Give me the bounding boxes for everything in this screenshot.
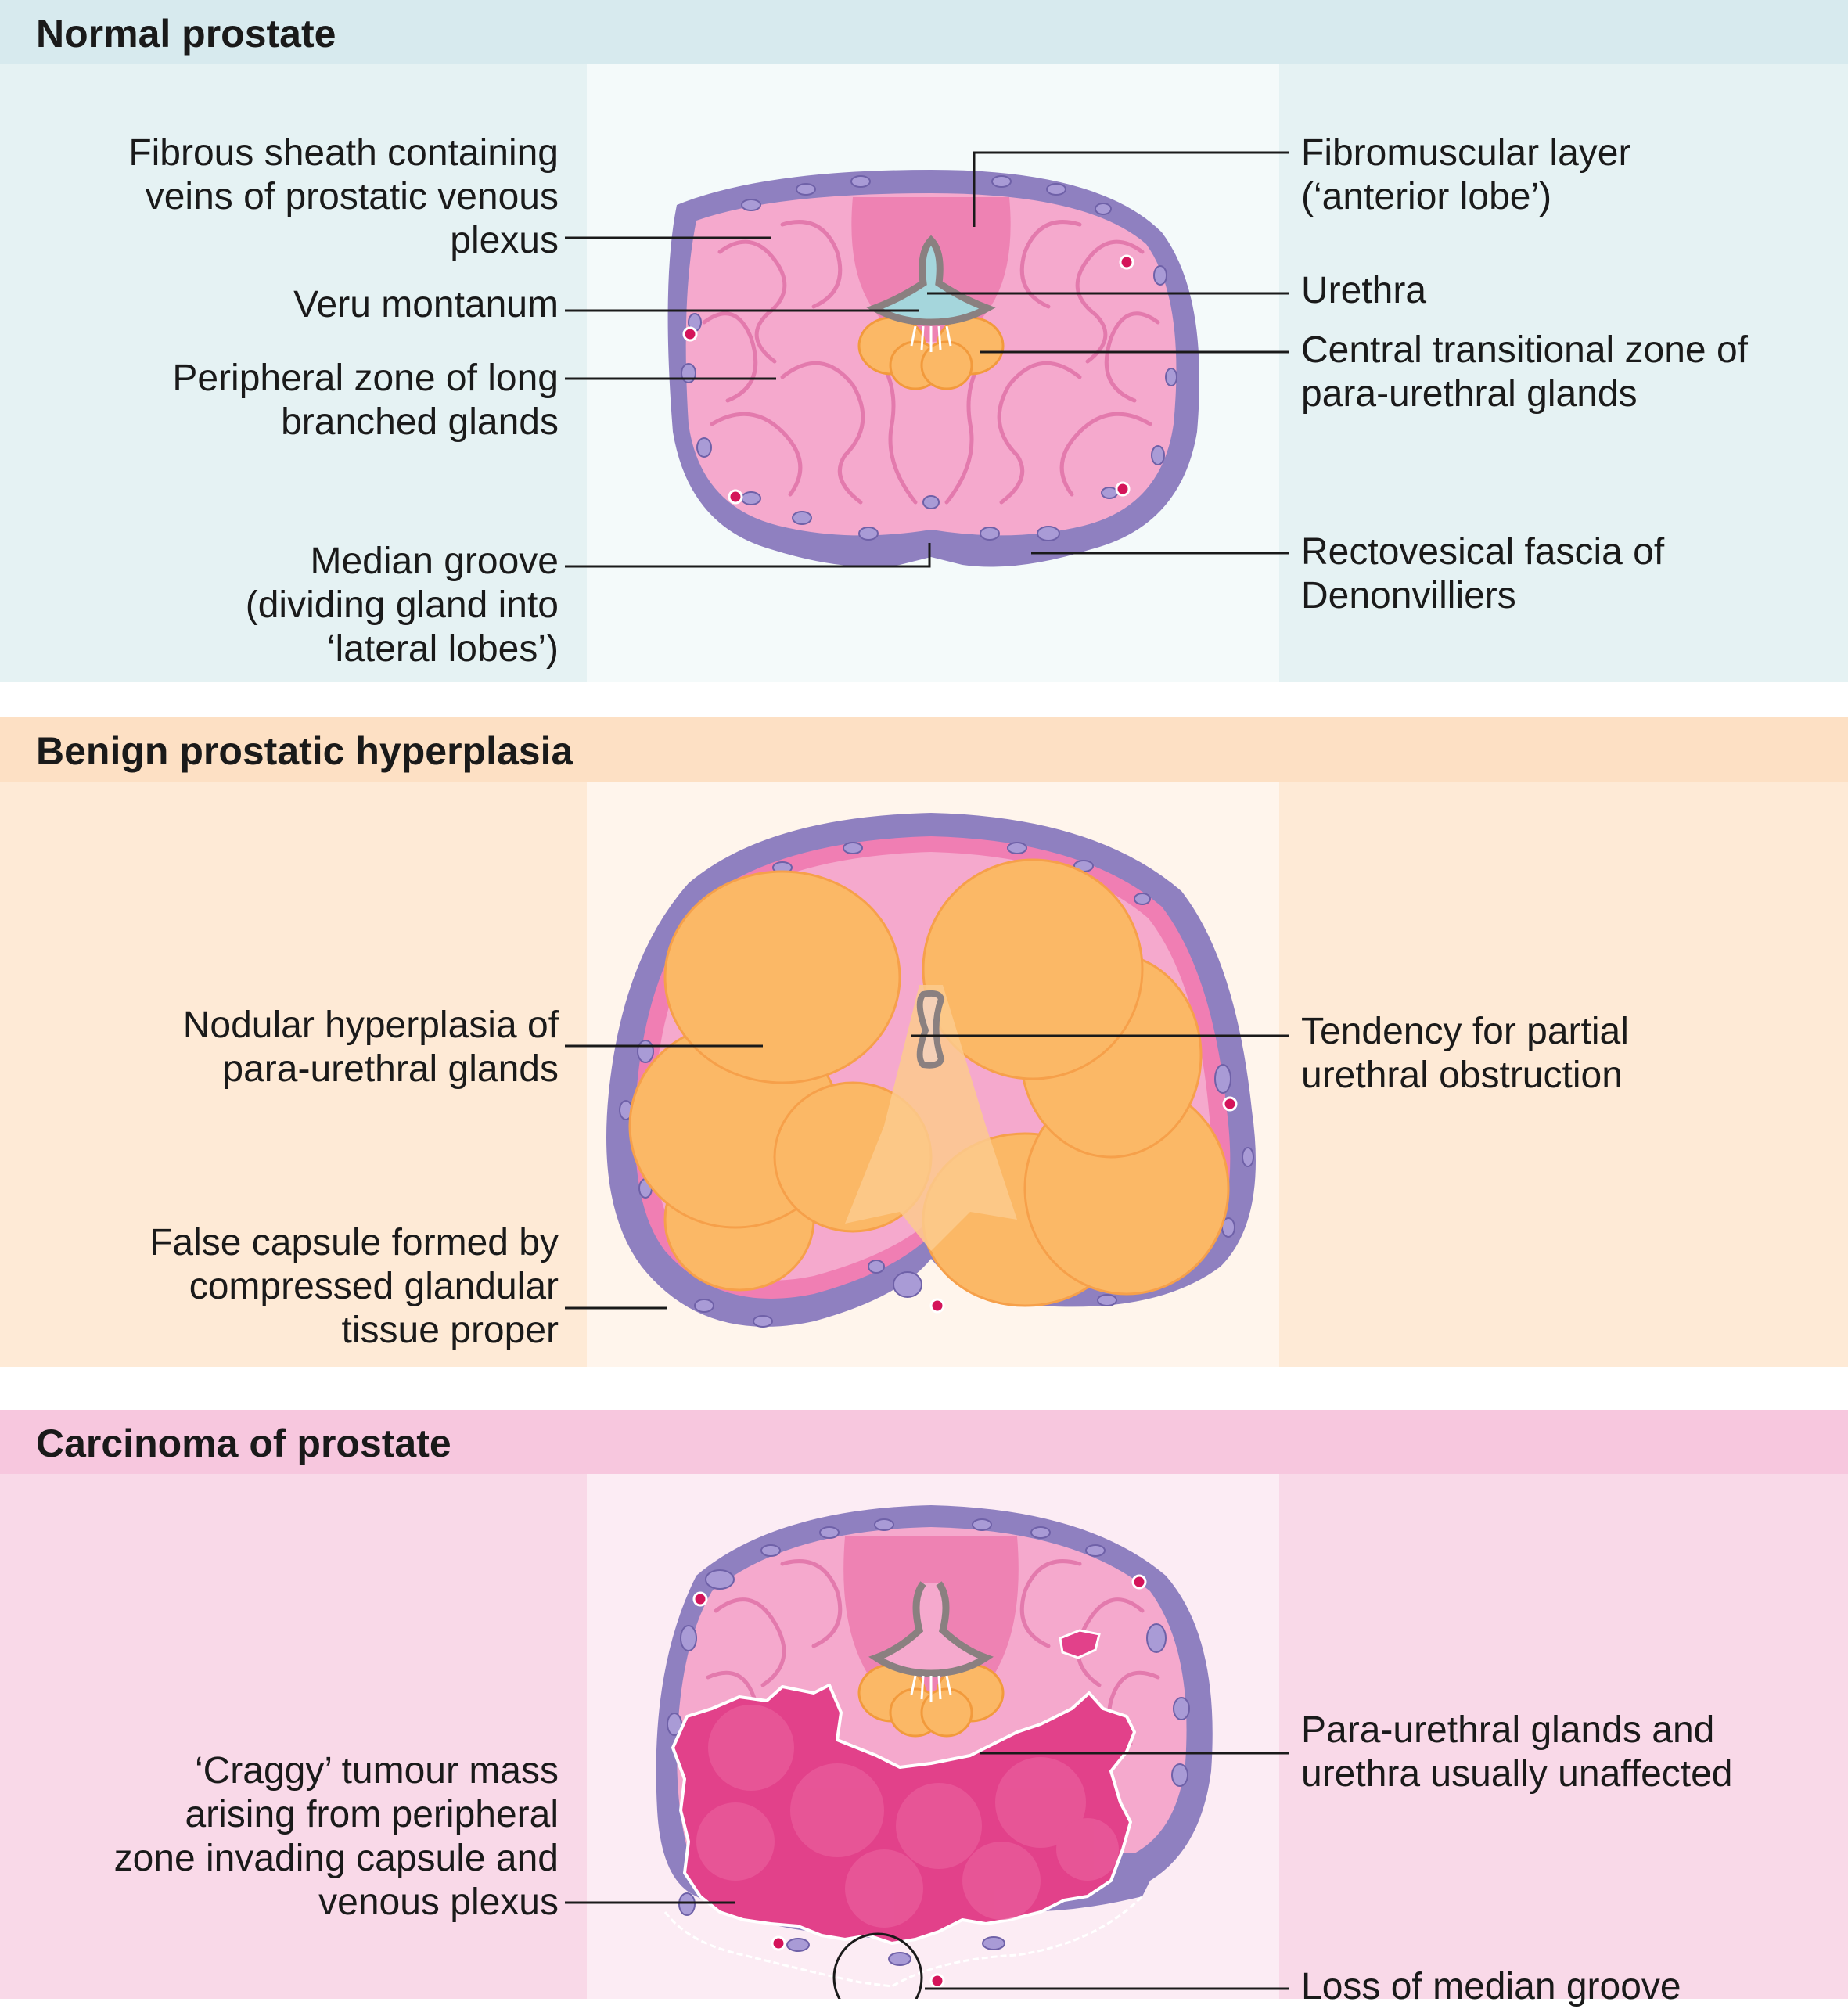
label-craggy-tumour: ‘Craggy’ tumour mass arising from periph… [113, 1750, 559, 1923]
panel-carcinoma-of-prostate: Carcinoma of prostate [0, 1410, 1848, 2007]
panel-normal-prostate: Normal prostate [0, 0, 1848, 682]
panel-header: Normal prostate [0, 0, 1848, 64]
leader-lines [565, 1034, 1289, 1310]
panel-body: Nodular hyperplasia of para-urethral gla… [0, 782, 1848, 1367]
veru-ducts [910, 325, 952, 352]
label-nodular-hyperplasia: Nodular hyperplasia of para-urethral gla… [182, 1004, 559, 1090]
veru-ducts [910, 1675, 952, 1702]
arteries [682, 254, 1134, 505]
panel-title: Benign prostatic hyperplasia [36, 729, 573, 773]
compressed-central-tissue [845, 985, 1017, 1251]
leader-lines [565, 151, 1289, 568]
panel-body: Fibrous sheath containing veins of prost… [0, 64, 1848, 682]
bph-diagram [565, 813, 1289, 1328]
panel-title: Normal prostate [36, 12, 336, 56]
carcinoma-diagram [565, 1505, 1289, 1999]
label-para-urethral-unaffected: Para-urethral glands and urethra usually… [1301, 1709, 1733, 1795]
label-urethral-obstruction: Tendency for partial urethral obstructio… [1301, 1011, 1629, 1096]
label-rectovesical-fascia: Rectovesical fascia of Denonvilliers [1301, 531, 1665, 616]
label-fibrous-sheath: Fibrous sheath containing veins of prost… [128, 132, 559, 261]
central-transitional-zone [857, 1663, 1005, 1738]
label-veru-montanum: Veru montanum [293, 284, 559, 325]
central-transitional-zone [857, 316, 1005, 390]
urethra [866, 235, 996, 326]
label-central-zone: Central transitional zone of para-urethr… [1301, 329, 1748, 415]
label-false-capsule: False capsule formed by compressed gland… [149, 1222, 559, 1351]
loss-of-groove-circle [832, 1932, 923, 1999]
leader-lines [565, 1752, 1289, 1990]
panel-header: Carcinoma of prostate [0, 1410, 1848, 1474]
panel-body: ‘Craggy’ tumour mass arising from periph… [0, 1474, 1848, 2007]
panel-title: Carcinoma of prostate [36, 1421, 451, 1465]
normal-prostate-diagram [565, 151, 1289, 568]
urethra [916, 990, 945, 1069]
panel-header: Benign prostatic hyperplasia [0, 717, 1848, 782]
label-urethra: Urethra [1301, 270, 1427, 311]
label-peripheral-zone: Peripheral zone of long branched glands [172, 358, 559, 443]
arteries [929, 1096, 1238, 1314]
label-median-groove: Median groove (dividing gland into ‘late… [245, 541, 559, 670]
arteries [692, 1574, 1147, 1989]
venous-plexus [667, 1518, 1190, 1966]
label-loss-of-median-groove: Loss of median groove [1301, 1966, 1681, 2007]
label-fibromuscular-layer: Fibromuscular layer (‘anterior lobe’) [1301, 132, 1631, 217]
tumour-nodules [696, 1705, 1119, 1928]
urethra [868, 1581, 994, 1677]
panel-benign-prostatic-hyperplasia: Benign prostatic hyperplasia [0, 717, 1848, 1367]
tumour-satellite [1059, 1629, 1101, 1659]
